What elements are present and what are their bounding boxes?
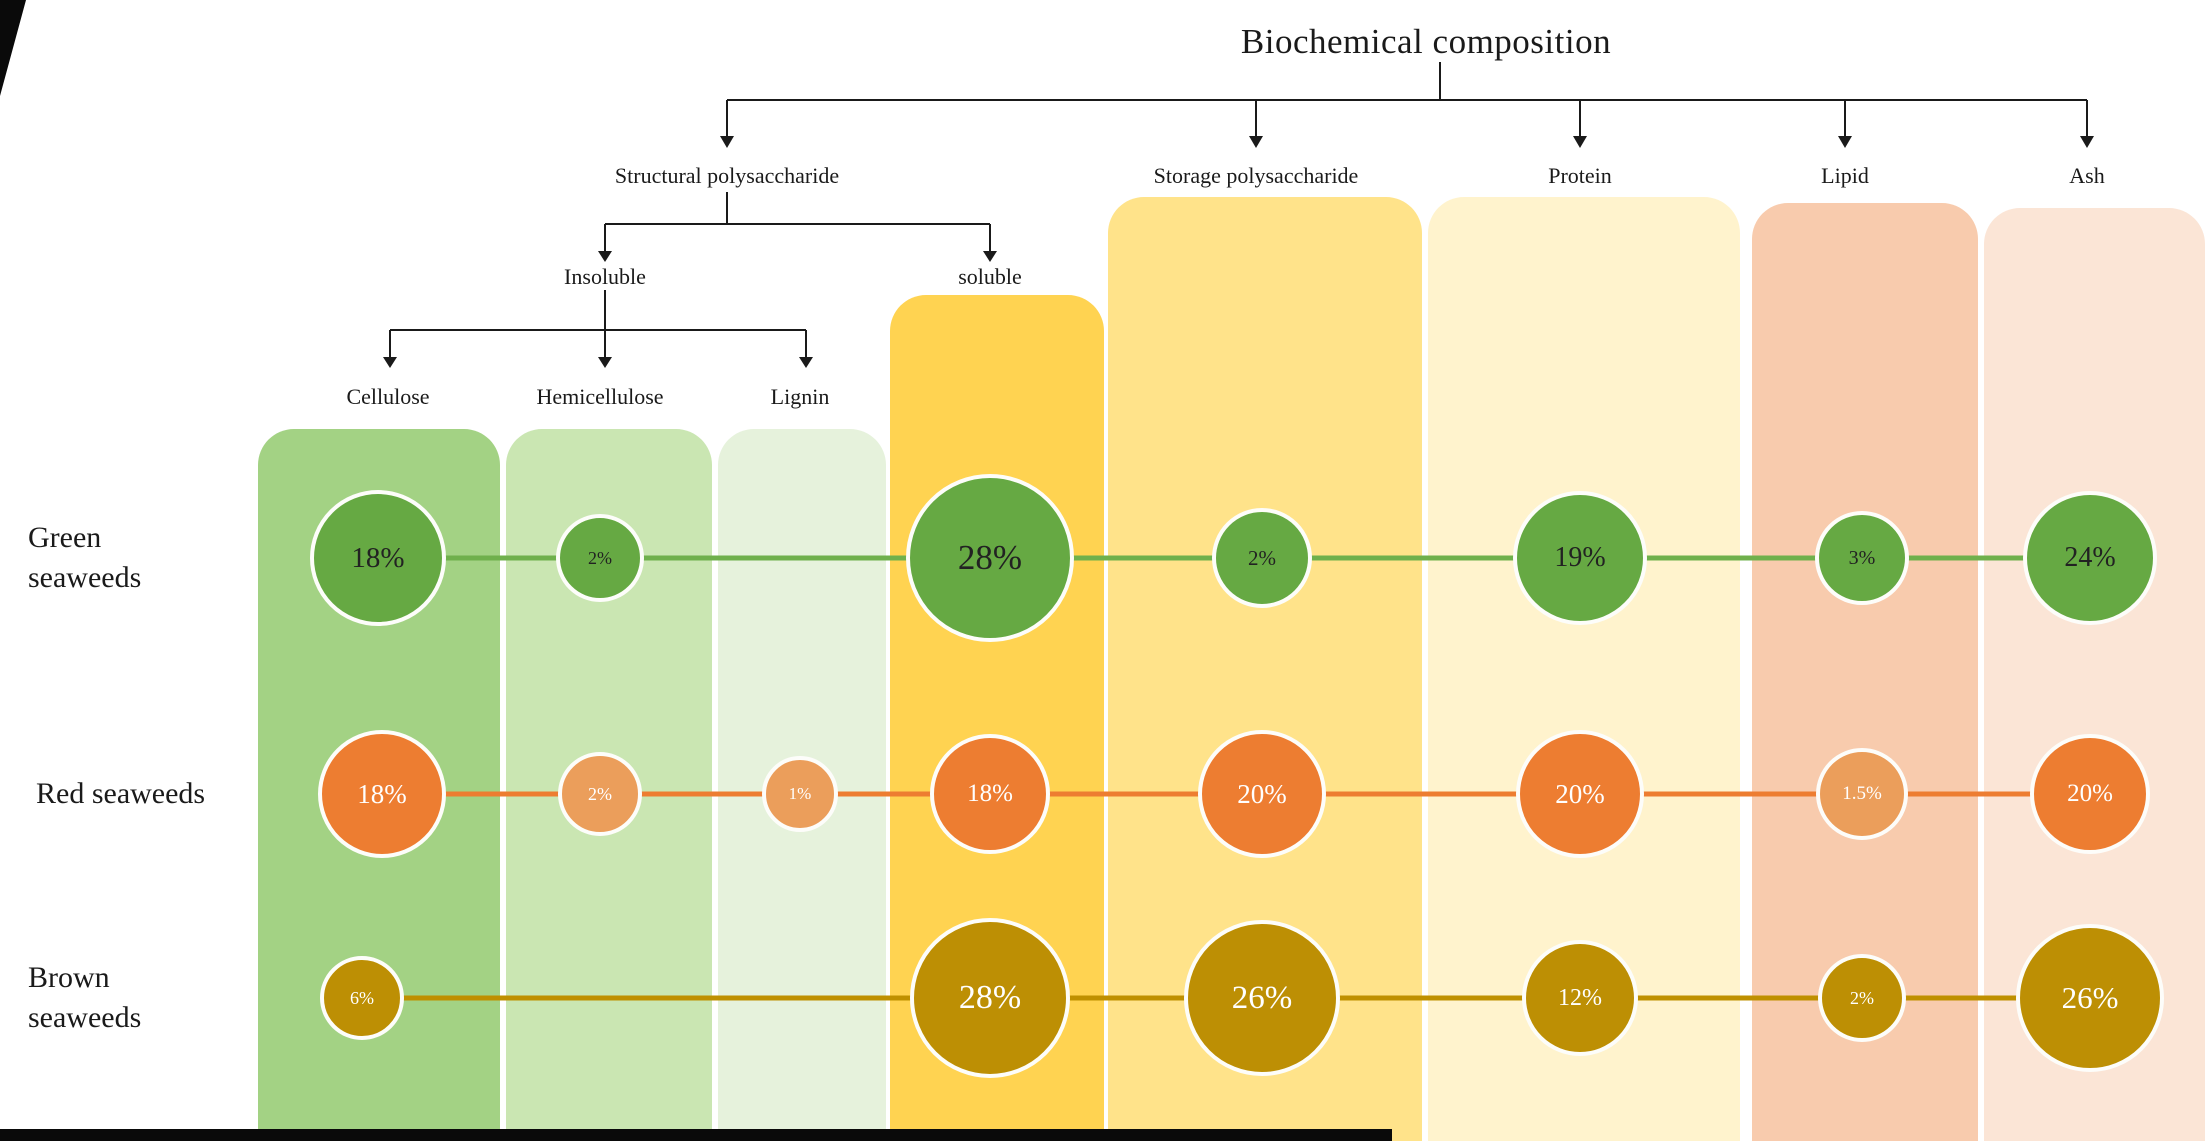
arrowhead-icons: [383, 136, 2094, 368]
bubble-red-cellulose: 18%: [318, 730, 446, 858]
bubble-green-ash: 24%: [2023, 491, 2157, 625]
bubble-red-hemicellulose: 2%: [558, 752, 642, 836]
label-insoluble: Insoluble: [564, 264, 646, 289]
label-lignin: Lignin: [770, 384, 830, 409]
scan-edge-bottom: [0, 1129, 1392, 1141]
label-storage-polysaccharide: Storage polysaccharide: [1153, 163, 1359, 188]
bubble-red-storage: 20%: [1198, 730, 1326, 858]
row-label-brown: Brown seaweeds: [28, 961, 142, 1034]
bubble-red-protein: 20%: [1516, 730, 1644, 858]
bubble-brown-protein: 12%: [1522, 940, 1638, 1056]
bubble-green-lipid: 3%: [1815, 511, 1909, 605]
bubble-red-soluble: 18%: [930, 734, 1050, 854]
row-label-red: Red seaweeds: [36, 777, 206, 810]
bubble-green-protein: 19%: [1513, 491, 1647, 625]
label-structural-polysaccharide: Structural polysaccharide: [614, 163, 840, 188]
bubble-red-ash: 20%: [2030, 734, 2150, 854]
bubble-red-lignin: 1%: [762, 756, 838, 832]
tree-lines: [389, 62, 2088, 359]
label-protein: Protein: [1548, 163, 1612, 188]
chart-title: Biochemical composition: [1240, 22, 1612, 61]
bubble-red-lipid: 1.5%: [1816, 748, 1908, 840]
bubble-brown-ash: 26%: [2016, 924, 2164, 1072]
bubble-green-cellulose: 18%: [310, 490, 446, 626]
label-ash: Ash: [2069, 163, 2105, 188]
bubble-green-soluble: 28%: [906, 474, 1074, 642]
bubble-brown-storage: 26%: [1184, 920, 1340, 1076]
bubble-green-hemicellulose: 2%: [556, 514, 644, 602]
bubble-brown-cellulose: 6%: [320, 956, 404, 1040]
bubble-brown-soluble: 28%: [910, 918, 1070, 1078]
label-hemicellulose: Hemicellulose: [536, 384, 664, 409]
bubble-green-storage: 2%: [1212, 508, 1312, 608]
row-label-green: Green seaweeds: [28, 521, 142, 594]
bubble-brown-lipid: 2%: [1818, 954, 1906, 1042]
label-lipid: Lipid: [1821, 163, 1869, 188]
label-soluble: soluble: [958, 264, 1022, 289]
label-cellulose: Cellulose: [346, 384, 430, 409]
